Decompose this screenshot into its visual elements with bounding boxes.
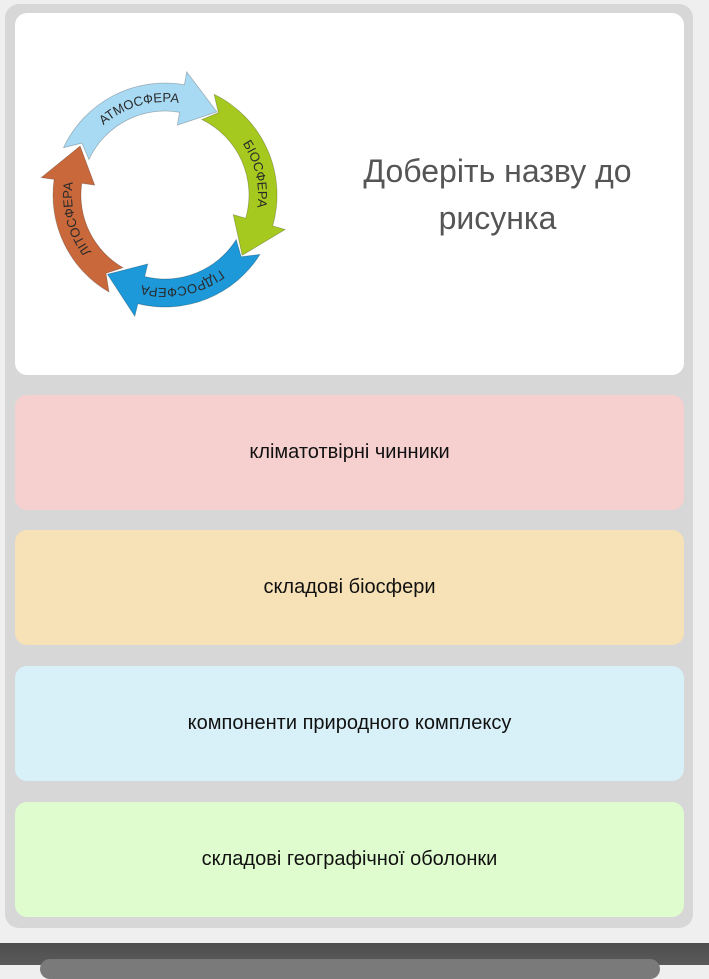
- lithosphere-arrow: [40, 145, 124, 293]
- hydrosphere-arrow: [106, 238, 261, 318]
- answer-option-3[interactable]: компоненти природного комплексу: [15, 666, 684, 781]
- question-text: Доберіть назву до рисунка: [363, 153, 632, 236]
- answer-option-1[interactable]: кліматотвірні чинники: [15, 395, 684, 510]
- answer-option-2[interactable]: складові біосфери: [15, 530, 684, 645]
- atmosphere-arrow: [62, 70, 218, 161]
- biosphere-arrow: [200, 93, 287, 256]
- bottom-bar-handle: [40, 959, 660, 979]
- answer-option-4[interactable]: складові географічної оболонки: [15, 802, 684, 917]
- bottom-bar: [0, 943, 709, 979]
